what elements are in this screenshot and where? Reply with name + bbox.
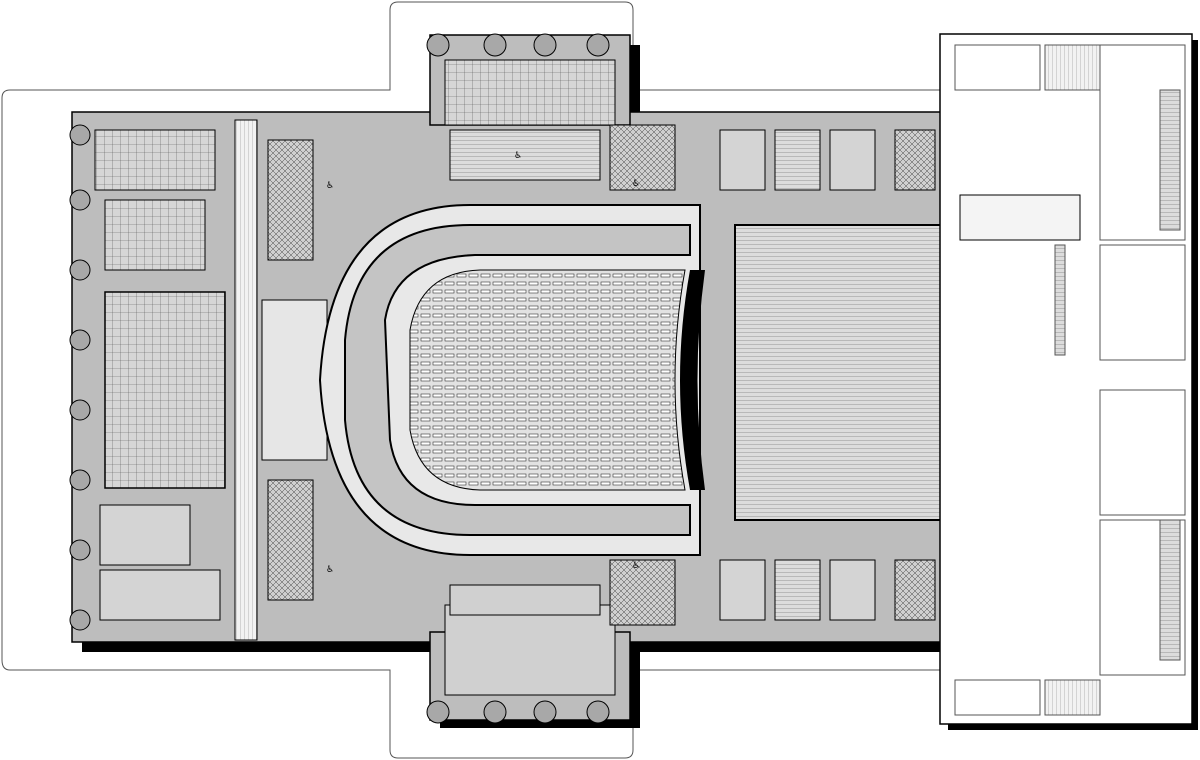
- orchestra-pit: [680, 270, 705, 490]
- southwest-room: [99, 504, 191, 566]
- southwest-room-2: [99, 569, 221, 621]
- service-rooms: [449, 124, 936, 626]
- left-stairs-south: [267, 479, 314, 601]
- northwest-room: [94, 129, 216, 191]
- stalls-seating: [409, 269, 686, 491]
- left-stairs-north: [267, 139, 314, 261]
- annex: [939, 33, 1193, 725]
- stage: [734, 224, 946, 521]
- north-portico: [444, 59, 616, 126]
- svg-text:♿: ♿: [632, 179, 640, 189]
- annex-rooms: [954, 44, 1186, 716]
- wheelchair-icon: ♿ ♿ ♿ ♿ ♿: [326, 151, 640, 575]
- svg-text:♿: ♿: [514, 151, 522, 161]
- foyer-hall: [104, 291, 226, 489]
- loading-ramp: [959, 194, 1081, 241]
- northwest-stair-room: [104, 199, 206, 271]
- svg-text:♿: ♿: [326, 181, 334, 191]
- svg-text:♿: ♿: [326, 565, 334, 575]
- south-portico: [444, 604, 616, 696]
- lobby: [261, 299, 328, 461]
- left-corridor: [234, 119, 258, 641]
- svg-text:♿: ♿: [632, 561, 640, 571]
- balcony-boxes: [344, 224, 691, 536]
